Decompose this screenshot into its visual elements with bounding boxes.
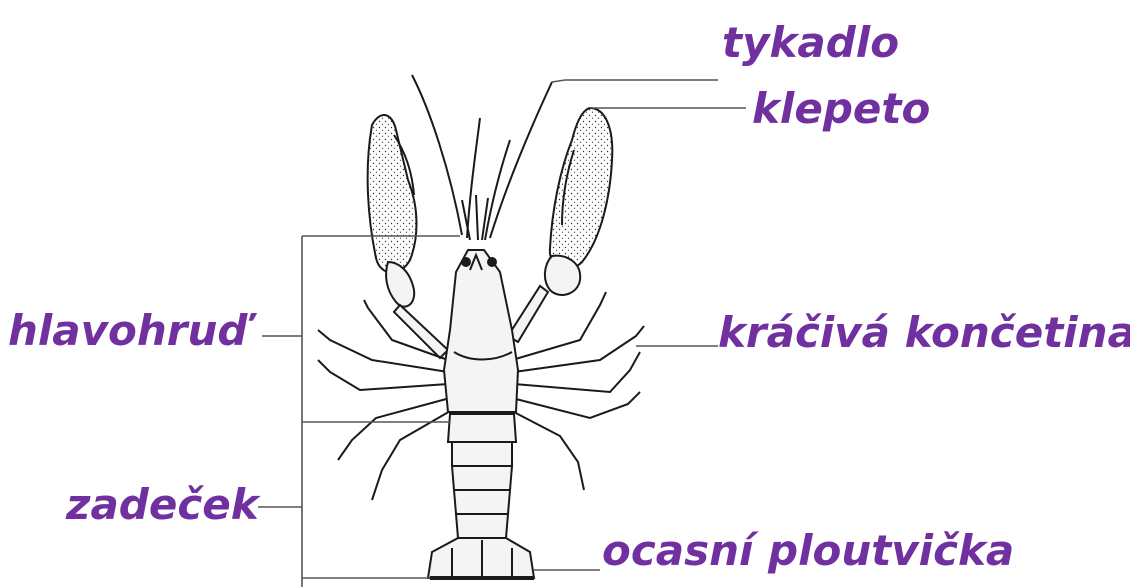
abdomen-segments xyxy=(448,414,516,538)
label-cephalothorax: hlavohruď xyxy=(8,310,247,352)
label-claw: klepeto xyxy=(752,88,930,130)
label-tail-fin: ocasní ploutvička xyxy=(602,530,1014,572)
leader-antenna xyxy=(552,80,718,82)
right-claw xyxy=(508,108,612,342)
antennae xyxy=(412,75,552,240)
cephalothorax-shell xyxy=(444,250,518,412)
label-abdomen: zadeček xyxy=(66,484,259,526)
label-walking-leg: kráčivá končetina xyxy=(718,312,1130,354)
tail-fan xyxy=(428,538,534,580)
label-antenna: tykadlo xyxy=(722,22,899,64)
left-walking-legs xyxy=(318,300,452,500)
